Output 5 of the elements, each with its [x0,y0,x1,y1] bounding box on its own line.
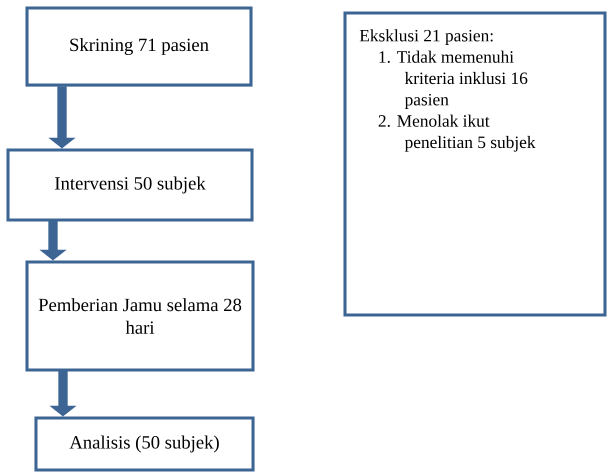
process-box: Pemberian Jamu selama 28 hari [25,260,255,372]
process-box: Skrining 71 pasien [25,6,253,87]
process-box: Analisis (50 subjek) [34,416,255,472]
process-box: Eksklusi 21 pasien: 1. Tidak memenuhi kriteria inklusi 16 pasien 2. Menolak ikut penelitian 5 subjek [343,11,607,317]
process-box: Intervensi 50 subjek [6,148,254,222]
